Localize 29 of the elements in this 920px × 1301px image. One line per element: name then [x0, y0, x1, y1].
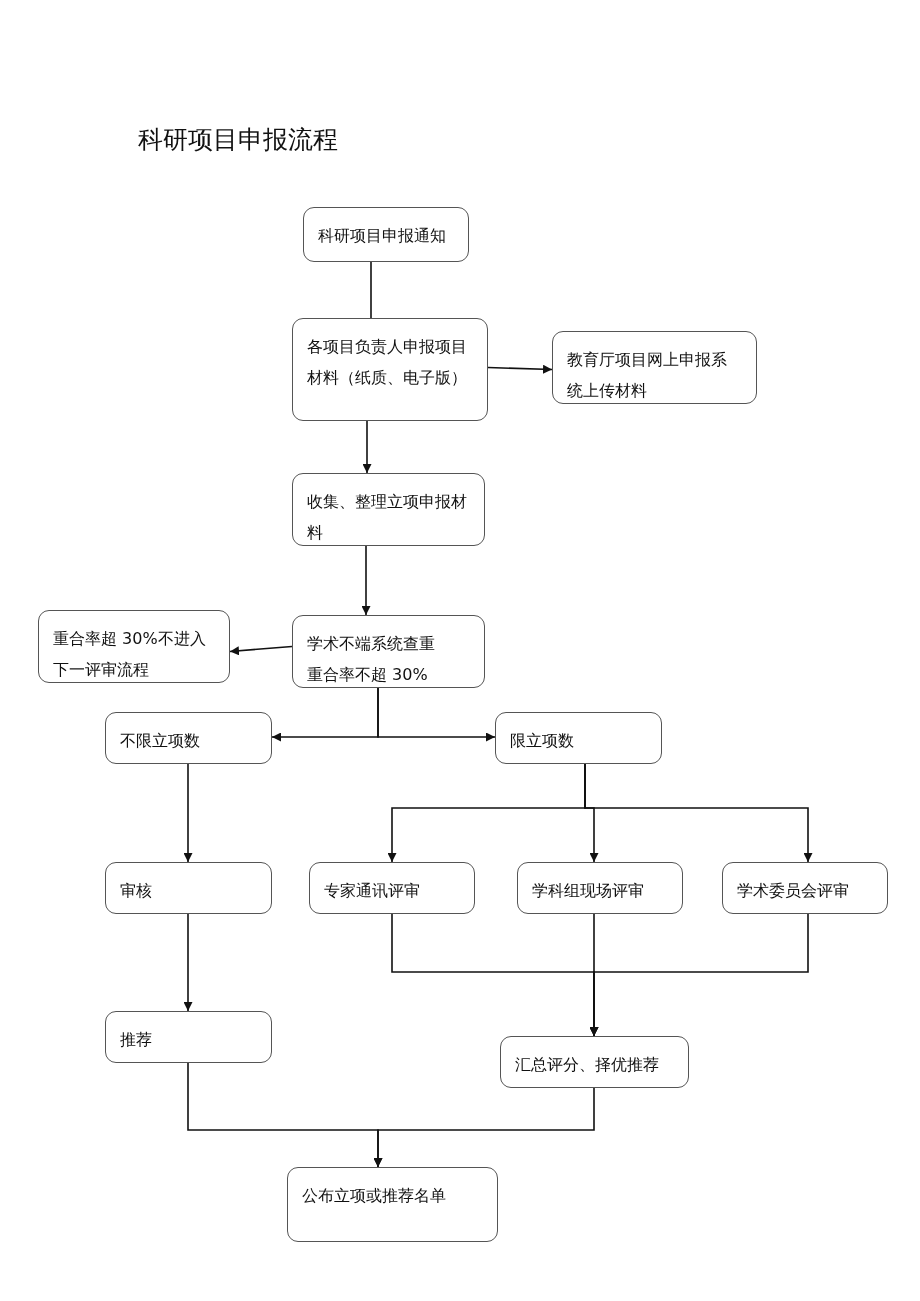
arrow: [377, 687, 496, 742]
process-box: 科研项目申报通知: [303, 207, 469, 262]
process-box: 审核: [105, 862, 272, 914]
box-text: 重合率不超 30%: [307, 664, 429, 686]
process-box: 限立项数: [495, 712, 662, 764]
process-box: 不限立项数: [105, 712, 272, 764]
process-box: 重合率超 30%不进入下一评审流程: [38, 610, 230, 683]
process-box: [292, 615, 485, 688]
process-box: 公布立项或推荐名单: [287, 1167, 498, 1242]
process-box: 学科组现场评审: [517, 862, 683, 914]
arrow: [373, 1087, 595, 1168]
box-text: 学术不端系统查重: [307, 633, 436, 655]
arrow: [361, 545, 371, 616]
process-box: 学术委员会评审: [722, 862, 888, 914]
diagram-title: 科研项目申报流程: [138, 124, 338, 156]
arrow: [487, 364, 553, 374]
connector-line: [370, 261, 372, 319]
arrow: [183, 913, 193, 1012]
arrow: [362, 420, 372, 474]
process-box: 汇总评分、择优推荐: [500, 1036, 689, 1088]
process-box: 收集、整理立项申报材料: [292, 473, 485, 546]
arrow: [229, 645, 293, 656]
process-box: 各项目负责人申报项目材料（纸质、电子版）: [292, 318, 488, 421]
process-box: 教育厅项目网上申报系统上传材料: [552, 331, 757, 404]
process-box: 专家通讯评审: [309, 862, 475, 914]
arrow: [584, 763, 813, 863]
process-box: 推荐: [105, 1011, 272, 1063]
arrow: [589, 913, 809, 1037]
arrow: [183, 763, 193, 863]
